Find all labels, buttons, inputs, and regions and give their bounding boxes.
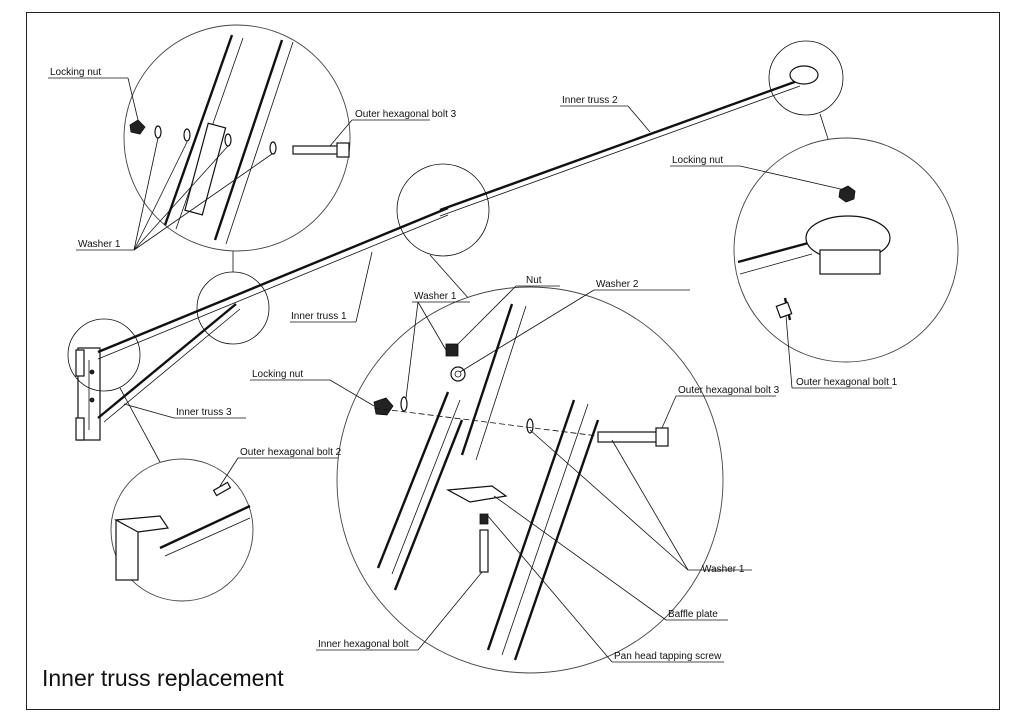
page-title: Inner truss replacement [42, 665, 284, 691]
label-outer-bolt-3-center: Outer hexagonal bolt 3 [678, 385, 780, 396]
label-pan-head-screw: Pan head tapping screw [614, 651, 722, 662]
drawing-frame [26, 12, 1000, 710]
inner-hex-bolt-detail [479, 529, 489, 573]
washer-detail-a [154, 125, 162, 139]
label-locking-nut-right: Locking nut [672, 155, 723, 166]
bolt-1-detail [775, 301, 793, 319]
label-inner-truss-1: Inner truss 1 [291, 311, 347, 322]
label-washer-1-center: Washer 1 [414, 291, 457, 302]
bolt-detail [292, 145, 340, 155]
label-locking-nut-top: Locking nut [50, 67, 101, 78]
washer-detail-c [224, 133, 232, 147]
label-inner-hex-bolt: Inner hexagonal bolt [318, 639, 409, 650]
label-outer-bolt-1: Outer hexagonal bolt 1 [796, 377, 898, 388]
label-baffle-plate: Baffle plate [668, 609, 718, 620]
detail-view-bottom-left [110, 458, 254, 602]
inner-truss-2-beam [439, 78, 801, 212]
label-inner-truss-2: Inner truss 2 [562, 95, 618, 106]
bolt-3-center-detail [597, 431, 661, 443]
pan-head-screw-detail [479, 513, 489, 525]
detail-view-right [733, 137, 959, 363]
main-truss-assembly [75, 65, 819, 441]
label-washer-2: Washer 2 [596, 279, 639, 290]
label-outer-bolt-3-top: Outer hexagonal bolt 3 [355, 109, 457, 120]
washer-detail-b [183, 128, 191, 142]
detail-circle-bracket [67, 318, 141, 392]
detail-view-center [336, 286, 724, 674]
label-washer-1-left: Washer 1 [78, 239, 121, 250]
label-locking-nut-center: Locking nut [252, 369, 303, 380]
locking-nut-right-detail [838, 185, 856, 203]
detail-circle-end [768, 40, 844, 116]
baffle-plate-detail [445, 485, 508, 503]
locking-nut-detail [129, 119, 146, 135]
locking-nut-center-detail [373, 397, 394, 416]
label-nut: Nut [526, 275, 542, 286]
bolt-2-detail [212, 481, 232, 497]
washer-detail-d [269, 141, 277, 155]
washer-2-detail [450, 366, 466, 382]
label-washer-1-bottom: Washer 1 [702, 564, 745, 575]
end-cap [789, 65, 819, 85]
inner-truss-1-beam [97, 206, 449, 354]
inner-truss-3-beam [97, 303, 237, 419]
label-outer-bolt-2: Outer hexagonal bolt 2 [240, 447, 342, 458]
detail-view-top-left [123, 24, 351, 252]
detail-circle-joint [396, 163, 490, 257]
label-inner-truss-3: Inner truss 3 [176, 407, 232, 418]
leader-lines [48, 77, 892, 663]
